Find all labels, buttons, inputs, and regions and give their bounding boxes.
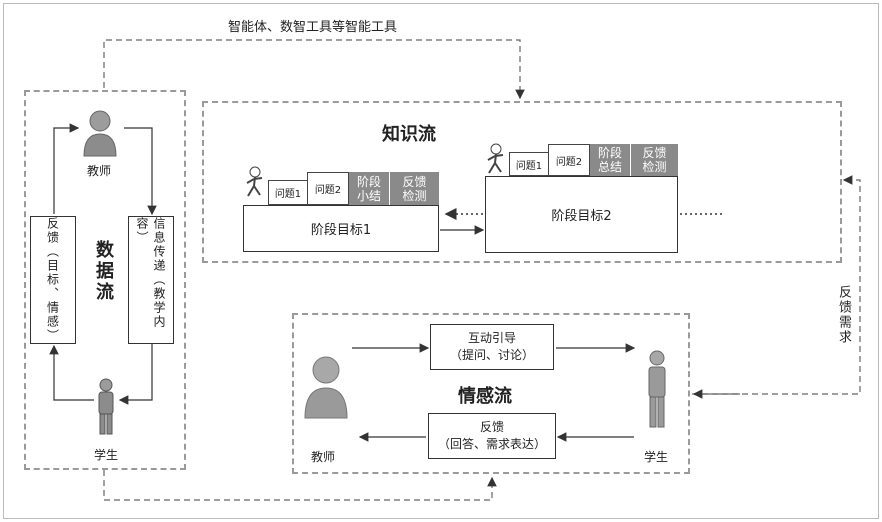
data-flow-student-label: 学生 [94,448,119,462]
stage2-goal-label: 阶段目标2 [551,209,612,224]
info-transfer-box: 信息传递（教学内容） [128,216,174,344]
stage1-check-tab: 反馈检测 [389,172,439,205]
emotion-teacher-label: 教师 [311,450,336,464]
data-flow-teacher-label: 教师 [87,164,112,178]
knowledge-flow-title: 知识流 [382,124,436,145]
stage1-runner-icon [246,166,263,197]
stage2-summary-tab: 阶段总结 [590,144,630,176]
top-caption: 智能体、数智工具等智能工具 [228,20,398,35]
outer-frame [3,3,879,519]
stage2-runner-icon [487,143,504,174]
stage2-summary-text: 阶段总结 [597,146,622,174]
data-flow-title: 数据流 [93,240,114,303]
stage2-check-tab: 反馈检测 [630,144,678,176]
student-feedback-line2: （回答、需求表达） [437,437,546,451]
stage1-summary-tab: 阶段小结 [349,172,389,205]
info-transfer-text: 信息传递（教学内容） [135,217,166,329]
stage1-check-text: 反馈检测 [402,174,427,203]
emotion-student-label: 学生 [644,450,669,464]
interactive-guide-line1: 互动引导 [467,331,516,345]
student-feedback-box: 反馈 （回答、需求表达） [428,413,556,459]
student-icon [98,378,114,435]
stage2-q2-tab: 问题2 [548,144,590,176]
stage1-summary-text: 阶段小结 [356,174,381,203]
interactive-guide-line2: （提问、讨论） [449,348,534,362]
student-feedback-line1: 反馈 [479,420,504,434]
emotion-flow-title: 情感流 [458,386,512,407]
stage2-goal-box: 阶段目标2 [485,176,678,253]
stage2-q1-tab: 问题1 [509,152,549,176]
stage1-q2-tab: 问题2 [307,172,349,205]
interactive-guide-box: 互动引导 （提问、讨论） [430,324,554,370]
teacher-icon [83,110,117,157]
emotion-student-icon [648,350,666,428]
feedback-goal-emotion-box: 反馈（目标、情感） [30,216,76,344]
feedback-goal-emotion-text: 反馈（目标、情感） [45,217,60,343]
stage1-goal-box: 阶段目标1 [243,205,439,252]
stage1-goal-label: 阶段目标1 [310,223,372,238]
stage2-check-text: 反馈检测 [642,146,667,174]
stage1-q1-tab: 问题1 [268,180,308,205]
feedback-need-label: 反馈需求 [836,285,851,345]
emotion-teacher-icon [304,356,348,419]
